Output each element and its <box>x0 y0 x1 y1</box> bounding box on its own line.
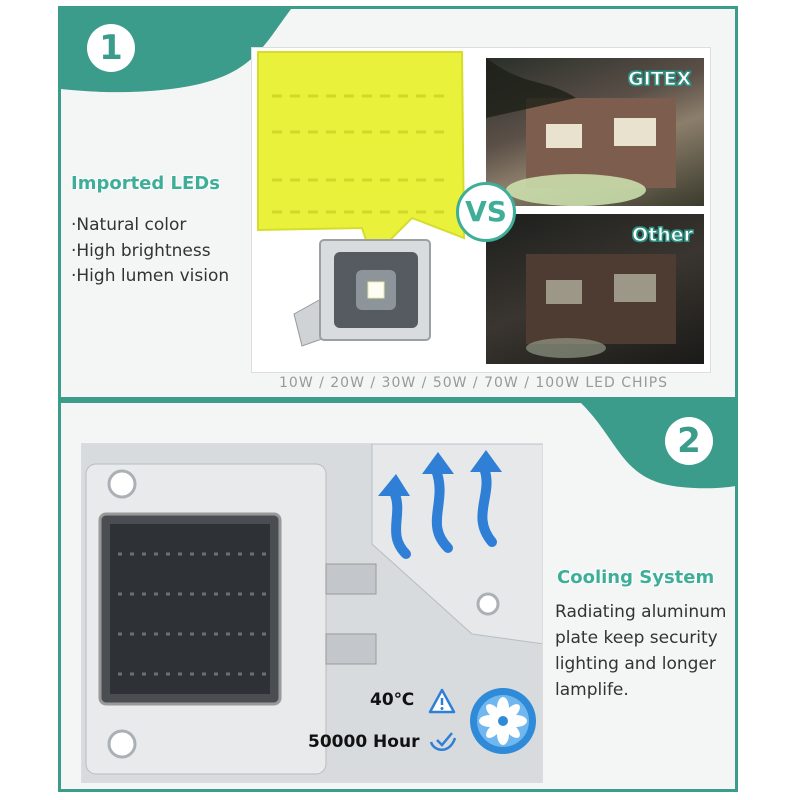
cob-led-chip <box>85 463 377 775</box>
floodlight-product <box>293 239 431 347</box>
cob-led-module-image: 40℃ 50000 Hour <box>81 443 543 783</box>
other-label: Other <box>631 224 694 247</box>
cooling-system-heading: Cooling System <box>557 567 715 588</box>
led-chips-caption: 10W / 20W / 30W / 50W / 70W / 100W LED C… <box>279 375 669 391</box>
warning-triangle-icon <box>428 688 456 714</box>
section-number-badge: 1 <box>87 24 135 72</box>
bullet-high-brightness: ·High brightness <box>71 241 211 261</box>
aluminum-plate-closeup <box>371 444 542 644</box>
led-chip-closeup <box>257 51 466 258</box>
section-cooling-system: 2 <box>58 400 738 792</box>
check-icon <box>429 732 457 751</box>
vs-badge: VS <box>456 182 516 242</box>
other-night-photo <box>486 214 704 364</box>
temperature-value: 40℃ <box>370 690 415 710</box>
fan-icon <box>470 688 536 754</box>
bullet-natural-color: ·Natural color <box>71 215 187 235</box>
cooling-system-description: Radiating aluminum plate keep security l… <box>555 602 727 700</box>
bullet-high-lumen: ·High lumen vision <box>71 266 230 286</box>
section-number-badge: 2 <box>665 417 713 465</box>
gitex-night-photo <box>486 58 704 206</box>
led-comparison-image: GITEX Other VS <box>251 47 711 373</box>
imported-leds-heading: Imported LEDs <box>71 173 220 194</box>
lifetime-value: 50000 Hour <box>308 732 420 752</box>
gitex-label: GITEX <box>627 68 692 91</box>
section-imported-leds: 1 Imported LEDs ·Natural color ·High bri… <box>58 6 738 400</box>
